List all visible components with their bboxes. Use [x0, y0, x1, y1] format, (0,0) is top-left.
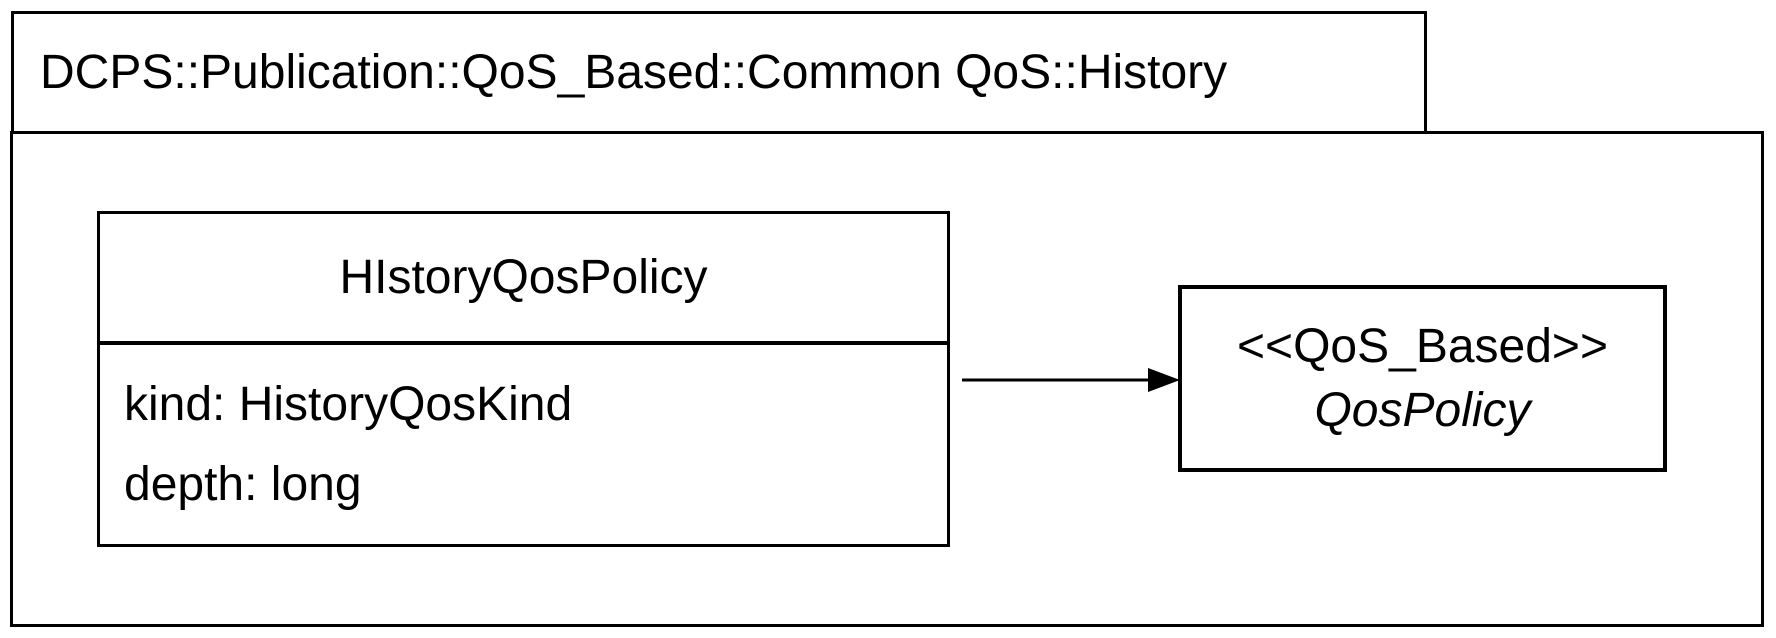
class-node-qospolicy: <<QoS_Based>> QosPolicy	[1178, 285, 1667, 472]
class-attribute-depth: depth: long	[124, 458, 362, 511]
policy-class-name: QosPolicy	[1314, 383, 1531, 437]
package-title: DCPS::Publication::QoS_Based::Common QoS…	[40, 46, 1228, 99]
arrow-head	[1148, 368, 1180, 392]
class-name: HIstoryQosPolicy	[339, 251, 708, 304]
class-title-compartment: HIstoryQosPolicy	[100, 214, 947, 345]
class-attribute-compartment: kind: HistoryQosKind depth: long	[100, 345, 947, 544]
association-arrow-icon	[962, 368, 1180, 392]
stereotype-label: <<QoS_Based>>	[1237, 319, 1608, 373]
class-attribute-kind: kind: HistoryQosKind	[124, 378, 573, 431]
class-node-historyqospolicy: HIstoryQosPolicy kind: HistoryQosKind de…	[97, 211, 950, 547]
package-tab: DCPS::Publication::QoS_Based::Common QoS…	[11, 11, 1427, 134]
